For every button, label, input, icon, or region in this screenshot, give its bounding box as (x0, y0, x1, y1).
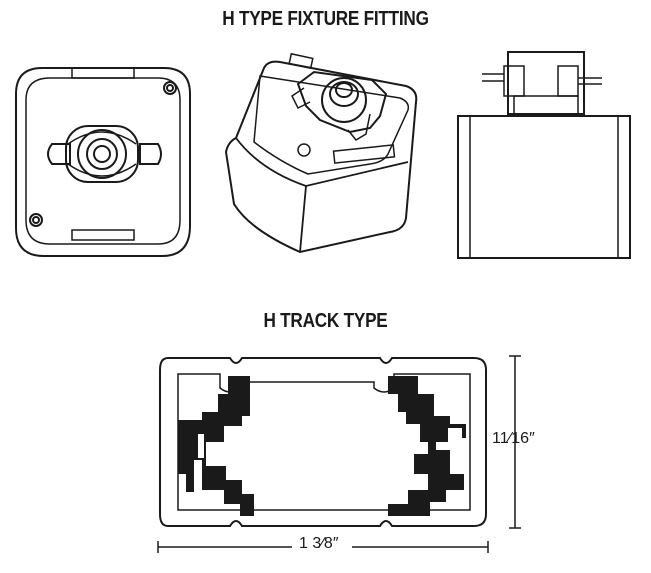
fixture-fitting-title: H TYPE FIXTURE FITTING (222, 8, 429, 30)
right-conductor-profile (388, 376, 466, 516)
left-conductor-profile (178, 376, 254, 516)
track-cross-section (159, 357, 487, 527)
track-type-title: H TRACK TYPE (263, 310, 388, 332)
fitting-side-view (457, 51, 631, 259)
height-dimension-line (509, 355, 521, 529)
width-dimension-label: 1 3⁄8″ (299, 535, 339, 552)
fitting-top-view (15, 67, 191, 257)
width-dimension-line (157, 541, 489, 553)
height-dimension-label: 11⁄16″ (492, 430, 535, 447)
fitting-iso-view (224, 52, 418, 254)
